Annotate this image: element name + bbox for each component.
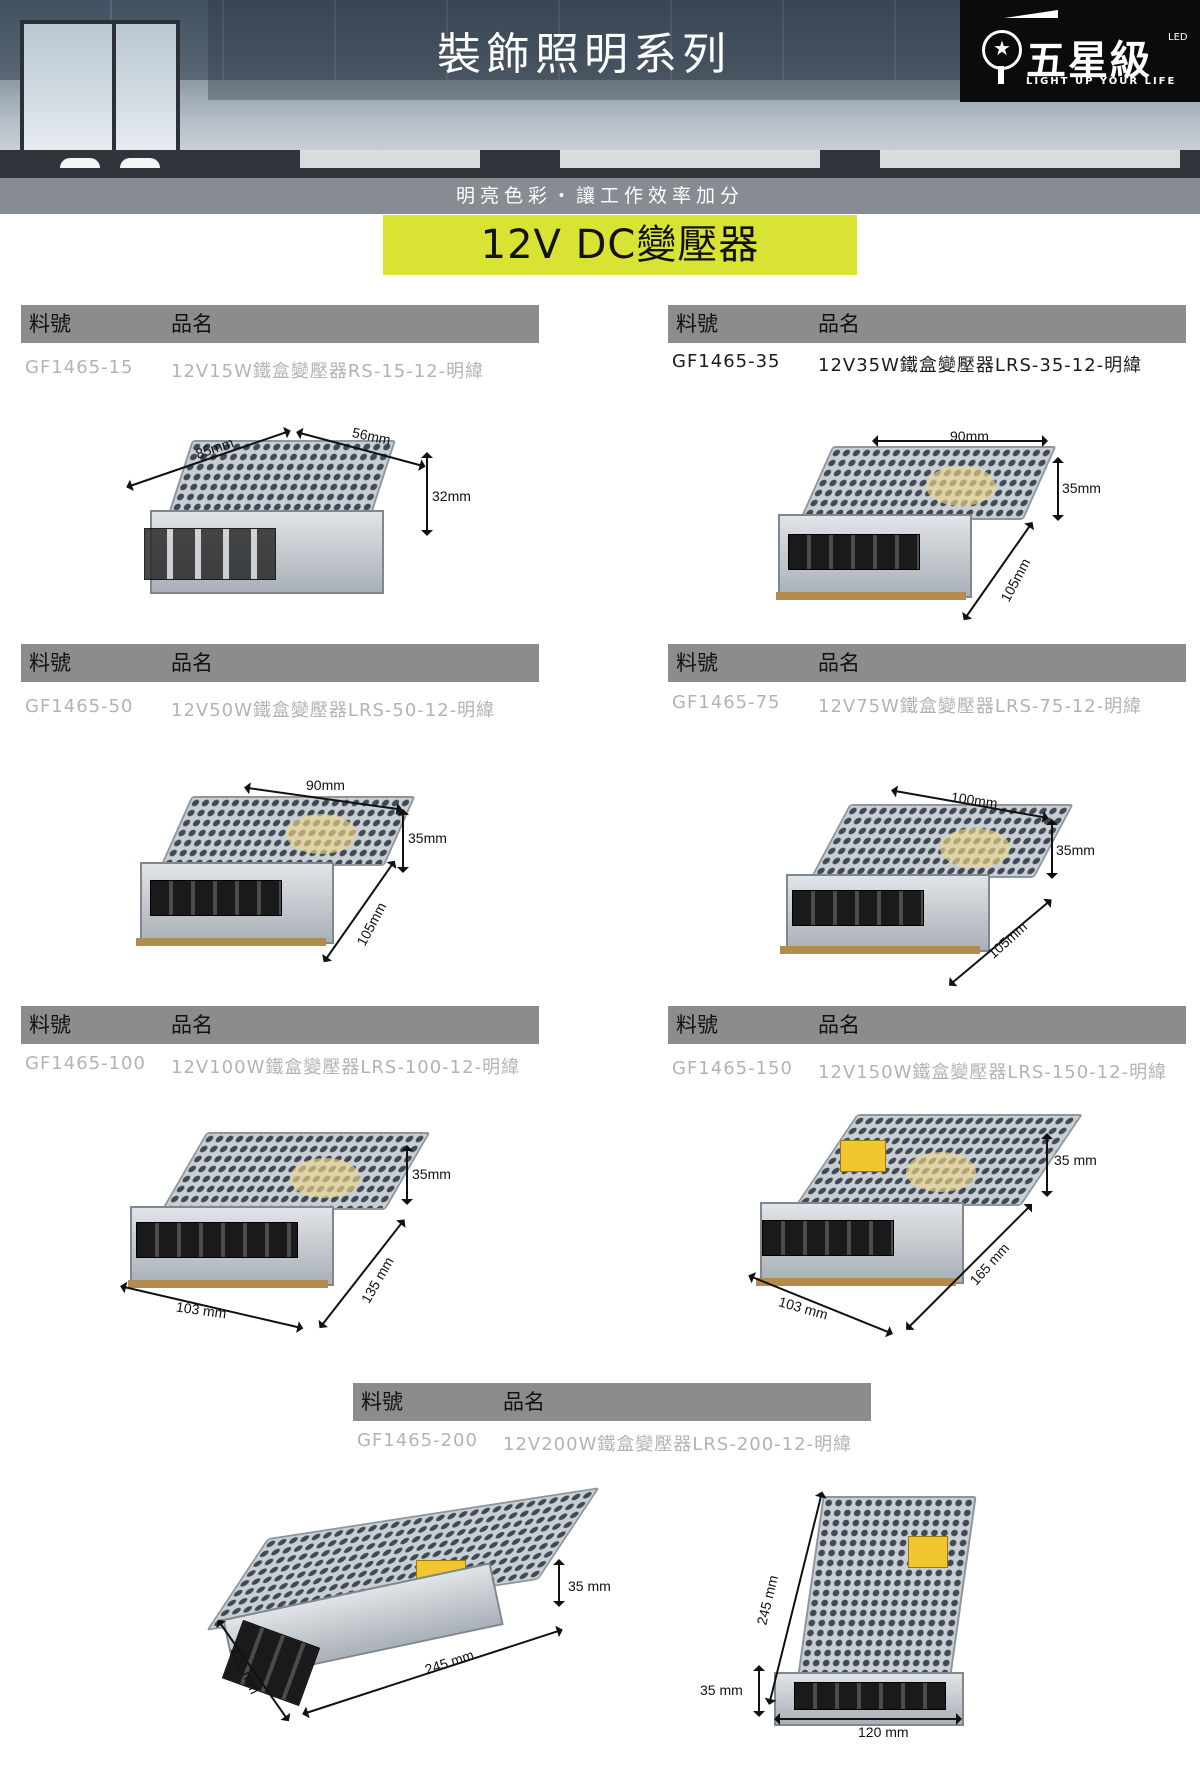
product-code: GF1465-150 — [672, 1058, 793, 1079]
psu-component — [940, 828, 1010, 868]
header-name: 品名 — [818, 312, 860, 336]
product-block: 料號 品名 GF1465-50 12V50W鐵盒變壓器LRS-50-12-明緯 — [21, 644, 539, 976]
product-block: 料號 品名 GF1465-35 12V35W鐵盒變壓器LRS-35-12-明緯 — [668, 305, 1186, 637]
product-photo — [780, 804, 1074, 964]
dimension-label: 35mm — [1056, 842, 1095, 858]
psu-terminal — [792, 890, 924, 926]
table-header: 料號 品名 — [353, 1383, 871, 1421]
subtitle-bar: 明亮色彩・讓工作效率加分 — [0, 178, 1200, 214]
product-photo — [756, 1114, 1084, 1304]
product-name: 12V75W鐵盒變壓器LRS-75-12-明緯 — [818, 696, 1143, 717]
table-header: 料號 品名 — [21, 644, 539, 682]
dimension-label: 35mm — [412, 1166, 451, 1182]
dimension-label: 32mm — [432, 488, 471, 504]
product-code: GF1465-75 — [672, 692, 781, 713]
psu-pcb — [136, 938, 326, 946]
bulb-stem-icon — [998, 66, 1004, 84]
psu-warning-sticker — [840, 1140, 886, 1172]
psu-terminal — [794, 1682, 946, 1710]
product-name: 12V200W鐵盒變壓器LRS-200-12-明緯 — [503, 1434, 853, 1455]
banner-desk — [880, 150, 1180, 168]
dimension-label: 35 mm — [1054, 1152, 1097, 1168]
table-header: 料號 品名 — [668, 1006, 1186, 1044]
product-block: 料號 品名 GF1465-200 12V200W鐵盒變壓器LRS-200-12-… — [353, 1383, 871, 1715]
psu-terminal — [144, 528, 276, 580]
main-heading: 12V DC變壓器 — [383, 215, 857, 275]
product-photo — [144, 440, 397, 600]
table-header: 料號 品名 — [668, 305, 1186, 343]
product-code: GF1465-15 — [25, 357, 134, 378]
product-photo — [136, 796, 416, 956]
product-block: 料號 品名 GF1465-75 12V75W鐵盒變壓器LRS-75-12-明緯 — [668, 644, 1186, 976]
product-photo — [128, 1132, 431, 1302]
star-bulb-icon: ★ — [982, 30, 1022, 70]
psu-warning-sticker — [908, 1536, 948, 1568]
dimension-label: 120 mm — [858, 1724, 909, 1740]
header-code: 料號 — [676, 312, 718, 336]
lamp-beam-icon — [1004, 10, 1058, 18]
dimension-label: 35mm — [408, 830, 447, 846]
product-photo — [206, 1487, 600, 1707]
header-banner: 裝飾照明系列 ★ 五星級 LED LIGHT UP YOUR LIFE — [0, 0, 1200, 178]
header-name: 品名 — [171, 651, 213, 675]
psu-pcb — [776, 592, 966, 600]
table-header: 料號 品名 — [21, 305, 539, 343]
psu-component — [906, 1152, 976, 1192]
product-code: GF1465-200 — [357, 1430, 478, 1451]
psu-pcb — [128, 1280, 328, 1288]
product-code: GF1465-50 — [25, 696, 134, 717]
product-name: 12V35W鐵盒變壓器LRS-35-12-明緯 — [818, 355, 1143, 376]
product-name: 12V100W鐵盒變壓器LRS-100-12-明緯 — [171, 1057, 521, 1078]
header-name: 品名 — [818, 1013, 860, 1037]
header-code: 料號 — [676, 1013, 718, 1037]
product-name: 12V15W鐵盒變壓器RS-15-12-明緯 — [171, 361, 485, 382]
header-code: 料號 — [676, 651, 718, 675]
psu-terminal — [150, 880, 282, 916]
psu-pcb — [756, 1278, 956, 1286]
header-code: 料號 — [29, 1013, 71, 1037]
header-code: 料號 — [29, 312, 71, 336]
psu-component — [290, 1158, 360, 1198]
dimension-label: 35 mm — [568, 1578, 611, 1594]
psu-terminal — [762, 1220, 894, 1256]
brand-side-text: LED — [1168, 32, 1188, 43]
banner-lamp — [60, 158, 100, 168]
dimension-label: 90mm — [950, 428, 989, 444]
product-name: 12V150W鐵盒變壓器LRS-150-12-明緯 — [818, 1062, 1168, 1083]
psu-pcb — [780, 946, 980, 954]
banner-desk — [560, 150, 820, 168]
brand-logo: ★ 五星級 LED LIGHT UP YOUR LIFE — [960, 0, 1200, 102]
product-code: GF1465-100 — [25, 1053, 146, 1074]
psu-top — [797, 1496, 977, 1676]
dimension-label: 90mm — [306, 777, 345, 793]
psu-terminal — [136, 1222, 298, 1258]
page-title: 裝飾照明系列 — [437, 29, 731, 80]
psu-component — [286, 814, 356, 854]
psu-terminal — [788, 534, 920, 570]
product-photo — [776, 446, 1057, 616]
table-header: 料號 品名 — [668, 644, 1186, 682]
product-block: 料號 品名 GF1465-100 12V100W鐵盒變壓器LRS-100-12-… — [21, 1006, 539, 1338]
header-name: 品名 — [503, 1390, 545, 1414]
header-code: 料號 — [361, 1390, 403, 1414]
brand-name: 五星級 — [1026, 38, 1152, 84]
header-name: 品名 — [818, 651, 860, 675]
dimension-label: 35mm — [1062, 480, 1101, 496]
banner-desk — [300, 150, 480, 168]
dimension-label: 35 mm — [700, 1682, 743, 1698]
banner-title-shade — [208, 0, 960, 100]
banner-lamp — [120, 158, 160, 168]
header-code: 料號 — [29, 651, 71, 675]
product-photo — [770, 1496, 977, 1736]
product-block: 料號 品名 GF1465-150 12V150W鐵盒變壓器LRS-150-12-… — [668, 1006, 1186, 1338]
brand-tagline: LIGHT UP YOUR LIFE — [1026, 76, 1177, 87]
product-code: GF1465-35 — [672, 351, 781, 372]
product-name: 12V50W鐵盒變壓器LRS-50-12-明緯 — [171, 700, 496, 721]
table-header: 料號 品名 — [21, 1006, 539, 1044]
product-block: 料號 品名 GF1465-15 12V15W鐵盒變壓器RS-15-12-明緯 — [21, 305, 539, 637]
header-name: 品名 — [171, 312, 213, 336]
psu-component — [926, 466, 996, 506]
header-name: 品名 — [171, 1013, 213, 1037]
